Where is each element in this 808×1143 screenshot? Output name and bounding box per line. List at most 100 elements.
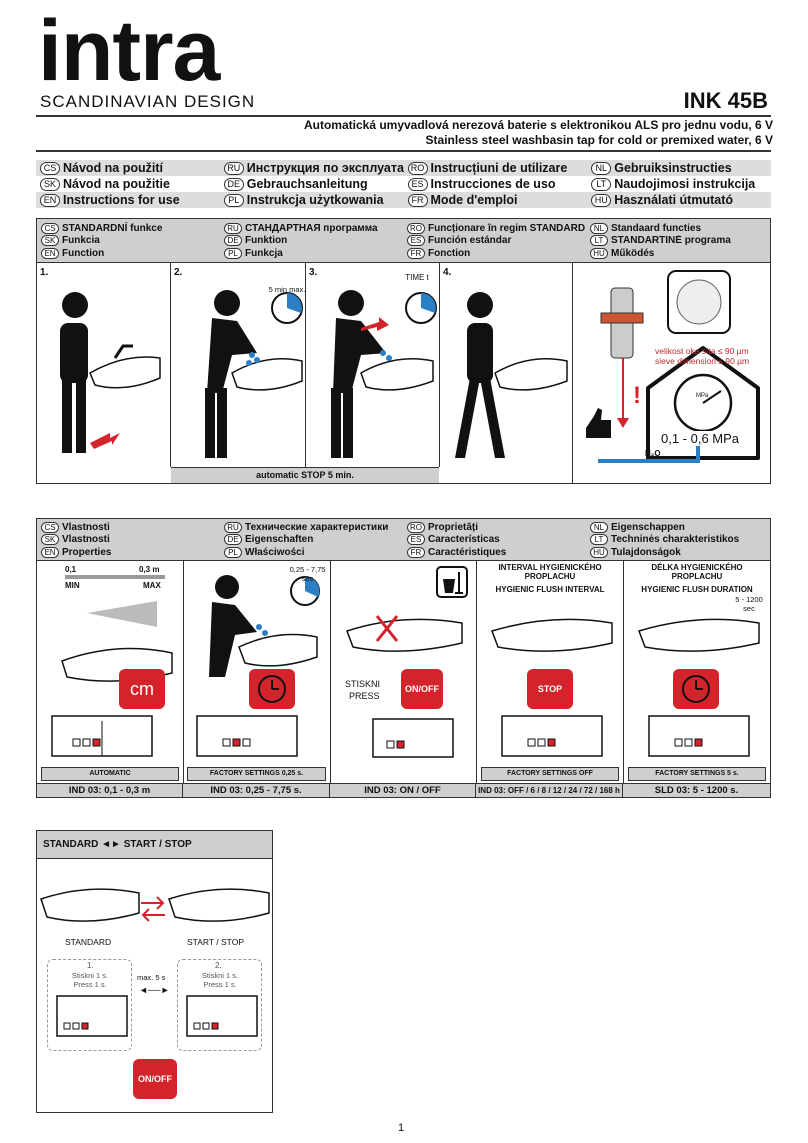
sink-modes-icon: [40, 888, 270, 922]
brand-subtitle: SCANDINAVIAN DESIGN: [40, 92, 256, 111]
subtitle-en: Stainless steel washbasin tap for cold o…: [425, 133, 773, 147]
step-1-number: 1.: [40, 267, 49, 278]
properties-grid: 0,1 0,3 m MIN MAX cm AUTOMATIC 0,25 - 7,…: [37, 561, 770, 783]
indicator-cell: SLD 03: 5 - 1200 s.: [654, 785, 739, 796]
standard-startstop-panel: STANDARD ◄► START / STOP STANDARD START …: [36, 830, 273, 1113]
control-unit-icon: [648, 715, 750, 757]
person-hands-under-tap-icon: [331, 290, 437, 458]
subtitle-cs: Automatická umyvadlová nerezová baterie …: [303, 118, 773, 132]
onoff-button[interactable]: ON/OFF: [133, 1059, 177, 1099]
stiskni-label: STISKNI: [345, 679, 381, 689]
divider: [36, 150, 771, 152]
stop-button[interactable]: STOP: [527, 669, 573, 709]
timer-button-icon[interactable]: [249, 669, 295, 709]
duration-title-cs: DÉLKA HYGIENICKÉHO PROPLACHU: [651, 563, 743, 581]
double-arrow-icon: ◄──►: [139, 985, 170, 995]
press-cs-1: Stiskni 1 s.: [71, 971, 109, 980]
sink-icon: [638, 618, 760, 652]
flush-timer-label: 0,25 - 7,75 sec: [289, 565, 326, 583]
caption-automatic: AUTOMATIC: [41, 767, 179, 781]
step-4-number: 4.: [443, 267, 452, 278]
person-walking-away-icon: [455, 292, 568, 458]
svg-text:!: !: [633, 382, 641, 409]
standard-panel-title: STANDARD ◄► START / STOP: [37, 831, 272, 859]
control-unit-icon: [51, 715, 153, 757]
press-label: PRESS: [349, 691, 380, 701]
range-setting-button[interactable]: cm: [119, 669, 165, 709]
divider: [36, 115, 771, 117]
range-max-label: MAX: [143, 581, 161, 590]
water-label: H₂O: [645, 449, 661, 458]
filter-pressure-diagram: !: [586, 270, 760, 463]
control-unit-icon: [372, 718, 454, 758]
indicator-row: IND 03: 0,1 - 0,3 m IND 03: 0,25 - 7,75 …: [37, 783, 770, 797]
cleaning-bucket-icon: [436, 566, 468, 598]
control-unit-icon: [501, 715, 603, 757]
installation-requirements: ! velikost oka síta ≤ 90 µm sieve dimens…: [573, 263, 770, 483]
step-2-label: 2.: [215, 961, 222, 970]
standard-mode-label: STANDARD: [65, 937, 112, 947]
person-washing-icon: [205, 290, 303, 458]
max-time-label: max. 5 s: [137, 973, 166, 982]
indicator-cell: IND 03: 0,1 - 0,3 m: [37, 784, 183, 797]
duration-timer-button-icon[interactable]: [673, 669, 719, 709]
control-units-icon: [56, 995, 258, 1037]
indicator-cell: IND 03: 0,25 - 7,75 s.: [183, 784, 330, 797]
timer-time-label: TIME t: [405, 273, 429, 282]
range-min-value: 0,1: [65, 565, 77, 574]
indicator-cell: IND 03: OFF / 6 / 8 / 12 / 24 / 72 / 168…: [476, 784, 623, 797]
person-flush-icon: [209, 575, 320, 677]
startstop-mode-label: START / STOP: [187, 937, 244, 947]
brand-logo: intra: [38, 3, 220, 99]
step-3-number: 3.: [309, 267, 318, 278]
range-min-label: MIN: [65, 581, 80, 590]
press-en-2: Press 1 s.: [203, 980, 237, 989]
pressure-range: 0,1 - 0,6 MPa: [661, 431, 740, 446]
caption-factory-025: FACTORY SETTINGS 0,25 s.: [187, 767, 326, 781]
press-en-1: Press 1 s.: [73, 980, 107, 989]
press-box-2: [177, 959, 262, 1051]
step-1-label: 1.: [87, 961, 94, 970]
range-max-value: 0,3 m: [139, 565, 160, 574]
steps-area: 1. 2. 3. 4. 5 min max.: [37, 263, 573, 483]
auto-stop-caption: automatic STOP 5 min.: [171, 467, 439, 483]
caption-factory-5s: FACTORY SETTINGS 5 s.: [628, 767, 766, 781]
indicator-cell: IND 03: ON / OFF: [330, 784, 476, 797]
press-box-1: [47, 959, 132, 1051]
sieve-size-en: sieve dimension ≤ 90 µm: [655, 356, 750, 366]
model-name: INK 45B: [683, 88, 768, 113]
caption-factory-off: FACTORY SETTINGS OFF: [481, 767, 619, 781]
page-number: 1: [398, 1122, 405, 1134]
sink-icon: [491, 618, 613, 652]
timer-5min-label: 5 min max.: [268, 285, 306, 294]
duration-timer-label: 5 - 1200 sec: [735, 595, 763, 613]
gauge-unit: MPa: [696, 393, 709, 399]
duration-title-en: HYGIENIC FLUSH DURATION: [641, 585, 753, 594]
person-approaching-icon: [60, 292, 161, 453]
onoff-button[interactable]: ON/OFF: [401, 669, 443, 709]
interval-title-en: HYGIENIC FLUSH INTERVAL: [495, 585, 605, 594]
interval-title-cs: INTERVAL HYGIENICKÉHO PROPLACHU: [498, 563, 602, 581]
press-cs-2: Stiskni 1 s.: [201, 971, 239, 980]
step-2-number: 2.: [174, 267, 183, 278]
control-unit-icon: [196, 715, 298, 757]
